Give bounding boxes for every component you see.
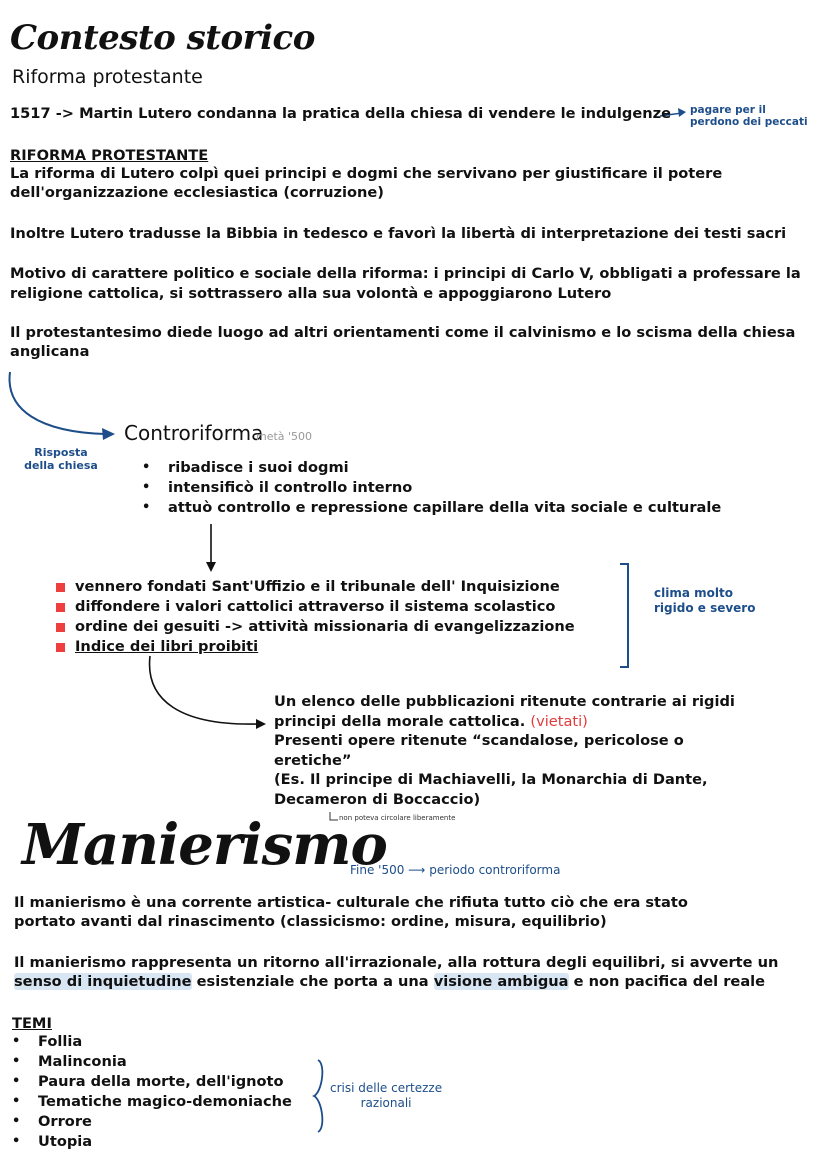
manierismo-p1-line-1: Il manierismo è una corrente artistica- … (14, 894, 688, 911)
tema-item: Follia (12, 1032, 292, 1052)
riforma-p3-line-2: religione cattolica, si sottrassero alla… (10, 285, 612, 302)
riforma-p1-line-1: La riforma di Lutero colpì quei principi… (10, 165, 723, 182)
controriforma-bullet: ribadisce i suoi dogmi (142, 458, 721, 478)
clima-note-line-1: clima molto (654, 586, 733, 600)
indice-small-note: non poteva circolare liberamente (339, 814, 456, 822)
controriforma-measures: vennero fondati Sant'Uffizio e il tribun… (56, 577, 575, 657)
p2-mid-text: esistenziale che porta a una (191, 973, 434, 990)
tema-item: Tematiche magico-demoniache (12, 1092, 292, 1112)
manierismo-p2-line-2: senso di inquietudine esistenziale che p… (14, 972, 765, 992)
indice-line-6: Decameron di Boccaccio) (274, 790, 481, 808)
clima-note: clima molto rigido e severo (654, 586, 755, 616)
highlight-inquietudine: senso di inquietudine (14, 973, 192, 990)
clima-note-line-2: rigido e severo (654, 601, 756, 615)
manierismo-period: Fine '500 ⟶ periodo controriforma (350, 863, 561, 877)
vietati-note: (vietati) (530, 712, 588, 730)
measure-item: diffondere i valori cattolici attraverso… (56, 597, 575, 617)
tema-item: Orrore (12, 1112, 292, 1132)
indice-line-4: eretiche” (274, 751, 352, 769)
riforma-p4-line-1: Il protestantesimo diede luogo ad altri … (10, 324, 796, 341)
side-note-line-2: della chiesa (24, 459, 98, 472)
side-note-line-1: Risposta (34, 446, 88, 459)
riforma-p2: Inoltre Lutero tradusse la Bibbia in ted… (10, 225, 787, 242)
page-title: Contesto storico (10, 18, 315, 58)
indice-line-5: (Es. Il principe di Machiavelli, la Mona… (274, 771, 708, 788)
manierismo-p2-line-1: Il manierismo rappresenta un ritorno all… (14, 954, 779, 971)
highlight-visione-ambigua: visione ambigua (433, 973, 569, 990)
indice-line-2: principi della morale cattolica. (vietat… (274, 712, 735, 732)
measure-item-indice: Indice dei libri proibiti (56, 637, 575, 657)
riforma-heading: RIFORMA PROTESTANTE (10, 147, 209, 164)
controriforma-side-note: Risposta della chiesa (20, 446, 102, 472)
intro-note-line-2: perdono dei peccati (690, 116, 808, 128)
p2-end-text: e non pacifica del reale (568, 973, 766, 990)
temi-heading: TEMI (12, 1015, 52, 1032)
indice-line-1: Un elenco delle pubblicazioni ritenute c… (274, 693, 735, 710)
tema-item: Utopia (12, 1132, 292, 1152)
controriforma-bullet: attuò controllo e repressione capillare … (142, 498, 721, 518)
riforma-p3-line-1: Motivo di carattere politico e sociale d… (10, 265, 801, 282)
manierismo-p1-line-2: portato avanti dal rinascimento (classic… (14, 913, 607, 930)
measure-item: vennero fondati Sant'Uffizio e il tribun… (56, 577, 575, 597)
tema-item: Malinconia (12, 1052, 292, 1072)
crisi-note-line-1: crisi delle certezze (330, 1081, 443, 1095)
intro-side-note: pagare per il perdono dei peccati (690, 104, 808, 128)
tema-item: Paura della morte, dell'ignoto (12, 1072, 292, 1092)
page-subtitle: Riforma protestante (12, 66, 203, 88)
intro-note-line-1: pagare per il (690, 104, 766, 116)
controriforma-period: metà '500 (256, 430, 313, 443)
controriforma-bullet: intensificò il controllo interno (142, 478, 721, 498)
riforma-p4-line-2: anglicana (10, 343, 90, 360)
riforma-p1-line-2: dell'organizzazione ecclesiastica (corru… (10, 184, 384, 201)
manierismo-title: Manierismo (22, 812, 388, 878)
intro-line: 1517 -> Martin Lutero condanna la pratic… (10, 105, 672, 122)
crisi-note: crisi delle certezze razionali (330, 1081, 442, 1111)
temi-list: Follia Malinconia Paura della morte, del… (12, 1032, 292, 1152)
indice-line-2-text: principi della morale cattolica. (274, 712, 526, 730)
crisi-note-line-2: razionali (360, 1096, 412, 1110)
controriforma-bullets: ribadisce i suoi dogmi intensificò il co… (142, 458, 721, 518)
controriforma-title: Controriforma (124, 421, 264, 445)
measure-item: ordine dei gesuiti -> attività missionar… (56, 617, 575, 637)
indice-explanation: Un elenco delle pubblicazioni ritenute c… (274, 692, 735, 809)
indice-line-3: Presenti opere ritenute “scandalose, per… (274, 732, 684, 749)
